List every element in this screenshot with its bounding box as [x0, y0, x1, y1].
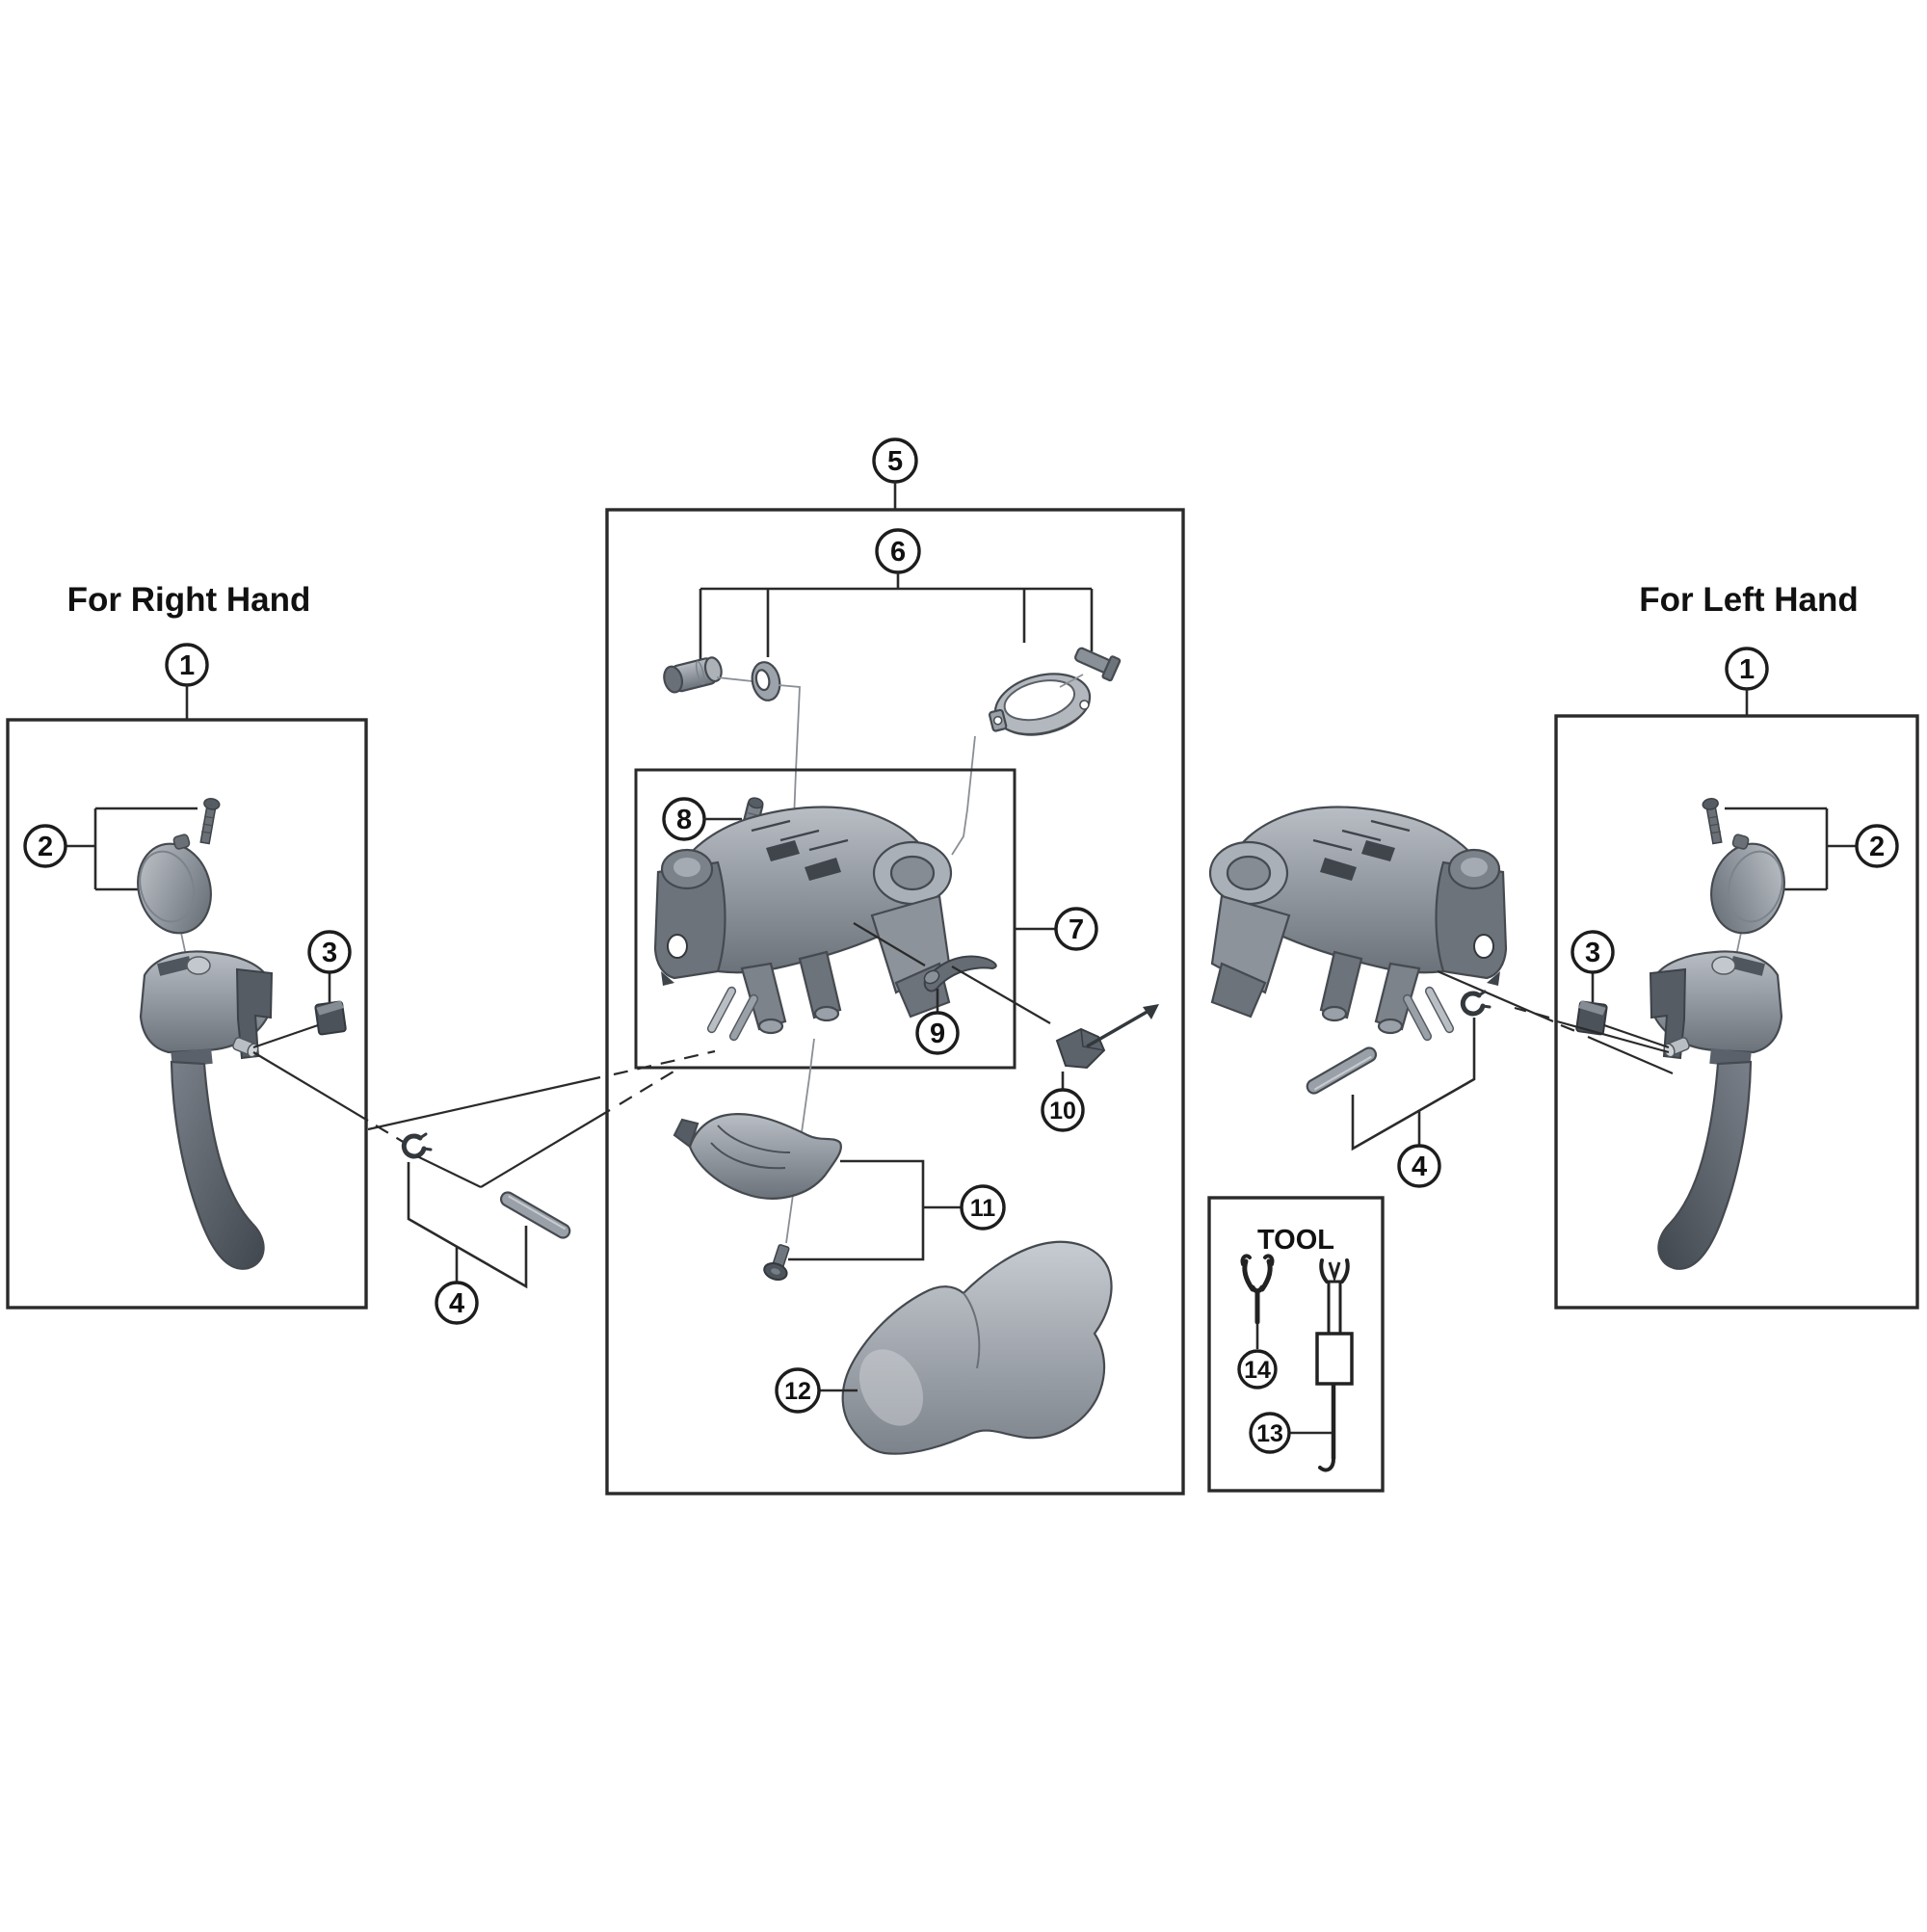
svg-text:9: 9 — [930, 1019, 945, 1049]
svg-text:5: 5 — [887, 446, 903, 477]
unit-name-plate — [1055, 1004, 1159, 1070]
callout-4-left-hand: 4 — [1397, 1144, 1441, 1188]
left-hand-kit-box — [1554, 714, 1919, 1310]
callout-12: 12 — [775, 1367, 821, 1414]
right-hand-lever-assembly — [64, 796, 348, 1271]
svg-text:8: 8 — [676, 805, 692, 835]
left-hand-pin-group: 4 — [1304, 992, 1490, 1188]
callout-1-left-hand: 1 — [1725, 647, 1769, 691]
svg-text:3: 3 — [1585, 938, 1600, 968]
callout-2-right-hand: 2 — [23, 824, 67, 868]
svg-text:13: 13 — [1256, 1420, 1283, 1447]
svg-text:3: 3 — [322, 938, 337, 968]
right-hand-main-unit — [653, 806, 953, 1044]
callout-1-right-hand: 1 — [165, 643, 209, 687]
clamp-bolt — [1074, 647, 1122, 682]
callout-13: 13 — [1249, 1412, 1291, 1454]
right-hand-pin-group: 4 — [404, 1134, 573, 1325]
svg-text:12: 12 — [784, 1378, 811, 1405]
svg-text:10: 10 — [1049, 1098, 1076, 1125]
bracket-cover-screw — [763, 1244, 790, 1281]
svg-text:4: 4 — [449, 1288, 464, 1319]
callout-3-right-hand: 3 — [307, 930, 352, 974]
right-hand-section: For Right Hand 1 2 3 4 — [6, 581, 716, 1325]
left-hand-section: For Left Hand 1 2 3 4 — [1208, 581, 1919, 1310]
right-hand-title: For Right Hand — [67, 581, 311, 619]
callout-14: 14 — [1237, 1349, 1278, 1389]
wire-hook-tool — [1315, 1258, 1354, 1472]
callout-2-left-hand: 2 — [1855, 824, 1899, 868]
left-hand-lever-assembly — [1574, 796, 1859, 1271]
svg-text:14: 14 — [1244, 1357, 1271, 1384]
callout-7: 7 — [1054, 907, 1098, 951]
tool-box — [1207, 1196, 1385, 1493]
svg-text:4: 4 — [1412, 1151, 1427, 1182]
callout-6: 6 — [875, 528, 921, 574]
svg-text:2: 2 — [1869, 832, 1885, 862]
svg-text:1: 1 — [1739, 654, 1755, 685]
cable-guide — [923, 955, 997, 992]
callout-5: 5 — [872, 437, 918, 484]
callout-3-left-hand: 3 — [1571, 930, 1615, 974]
bracket-hood — [841, 1240, 1113, 1455]
fixing-washer — [751, 661, 781, 701]
svg-text:6: 6 — [890, 537, 906, 568]
bracket-cover-upper — [673, 1113, 842, 1200]
callout-9: 9 — [915, 1011, 960, 1055]
callout-4-right-hand: 4 — [435, 1281, 479, 1325]
svg-text:2: 2 — [38, 832, 53, 862]
svg-text:7: 7 — [1069, 914, 1084, 945]
callout-8: 8 — [662, 797, 706, 841]
callout-11: 11 — [960, 1184, 1006, 1231]
svg-text:11: 11 — [970, 1195, 996, 1222]
fork-tool — [1240, 1254, 1275, 1349]
callout-10: 10 — [1041, 1088, 1085, 1132]
fixing-bolt-barrel — [663, 656, 723, 694]
tool-section: TOOL 14 13 — [1207, 1196, 1385, 1493]
center-section: 5 6 — [605, 437, 1185, 1495]
main-unit-box — [634, 768, 1016, 1070]
left-hand-title: For Left Hand — [1639, 581, 1858, 619]
right-hand-kit-box — [6, 718, 368, 1310]
svg-text:1: 1 — [179, 650, 195, 681]
clamp-band — [988, 673, 1092, 736]
tool-box-title: TOOL — [1257, 1225, 1334, 1256]
common-parts-box — [605, 508, 1185, 1495]
